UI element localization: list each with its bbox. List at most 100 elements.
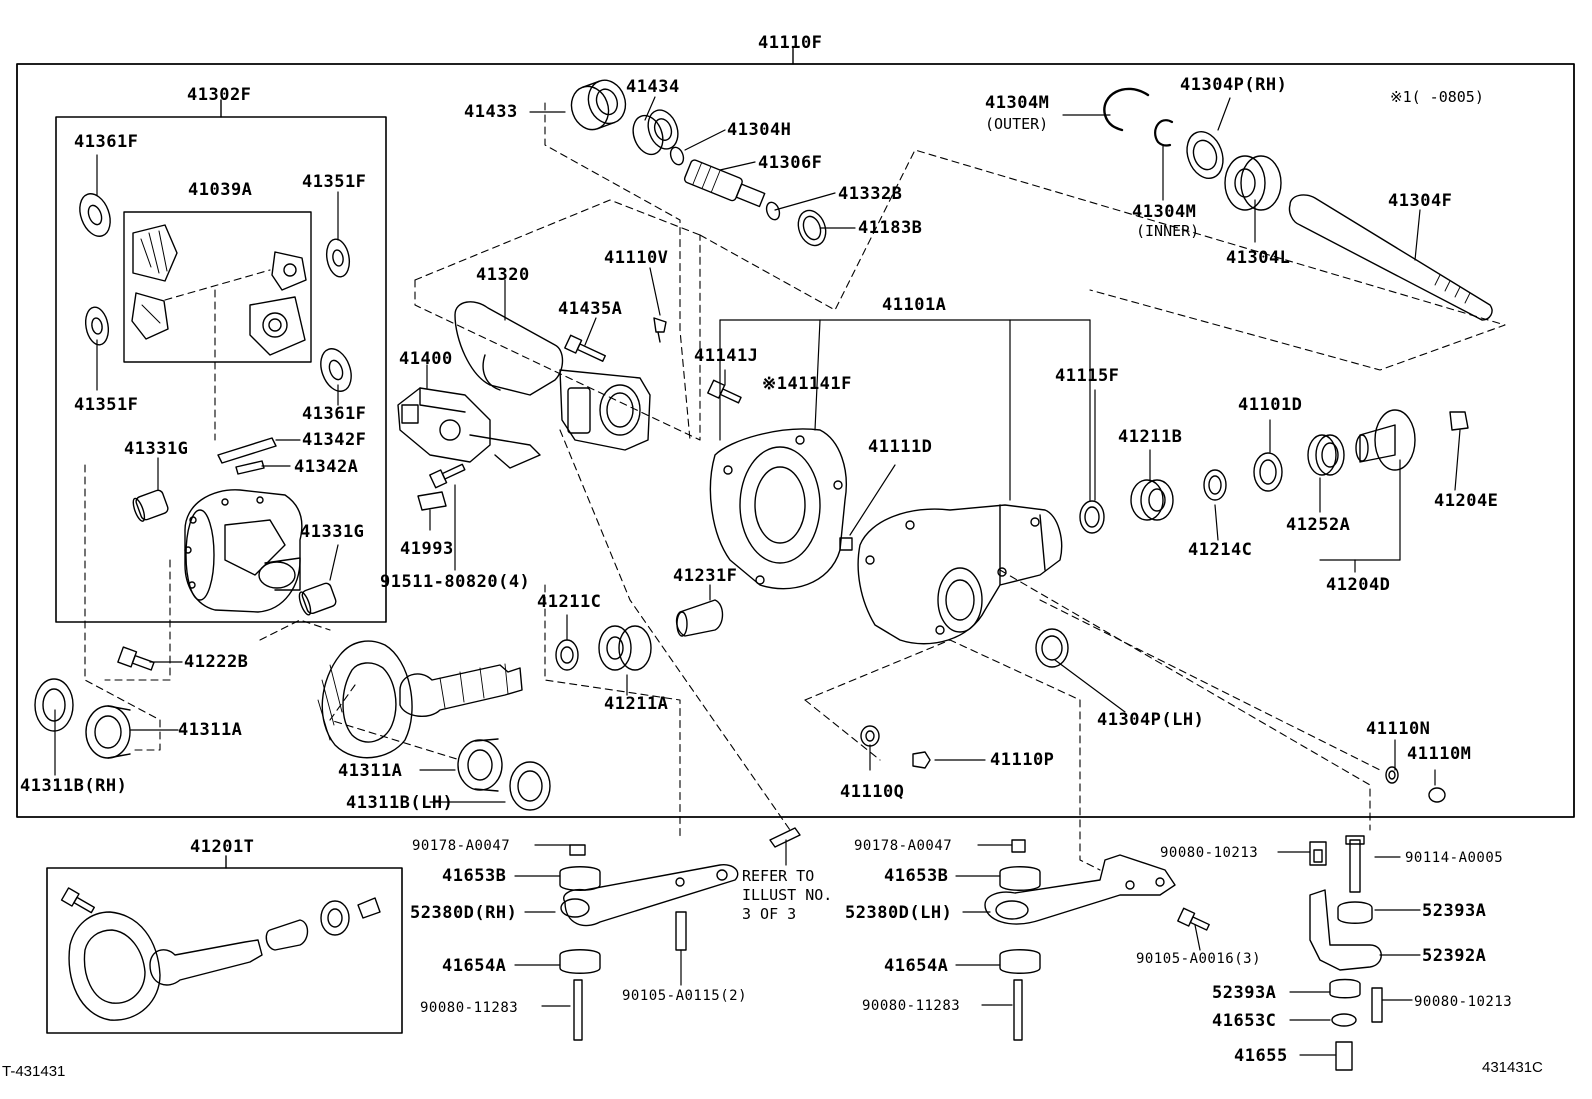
label-41204D: 41204D (1326, 575, 1391, 595)
label-91511-80820: 91511-80820(4) (380, 572, 531, 592)
label-41039A: 41039A (188, 180, 253, 200)
label-41342A: 41342A (294, 457, 359, 477)
label-41361F-a: 41361F (74, 132, 139, 152)
seal-41115F-shape (1079, 500, 1105, 534)
shaft-41342F-shape (217, 437, 277, 464)
label-41110M: 41110M (1407, 744, 1472, 764)
label-90080-11283-a: 90080-11283 (420, 1000, 519, 1016)
label-41655: 41655 (1234, 1046, 1288, 1066)
bolt-41435A-shape (564, 334, 606, 362)
footer-right-ref: 431431C (1482, 1059, 1543, 1076)
label-41304F: 41304F (1388, 191, 1453, 211)
label-41654A-a: 41654A (442, 956, 507, 976)
bolt-41222B-shape (117, 646, 155, 671)
label-41320: 41320 (476, 265, 530, 285)
label-41435A: 41435A (558, 299, 623, 319)
label-41653B-b: 41653B (884, 866, 949, 886)
label-41653B-a: 41653B (442, 866, 507, 886)
seal-41252A-shape (1307, 434, 1345, 476)
label-41302F: 41302F (187, 85, 252, 105)
washer-41311B-lh-shape (509, 761, 551, 811)
bolt-41141J-shape (707, 379, 742, 404)
plug-41110P-shape (912, 751, 931, 769)
mount-52392A-shape (1309, 835, 1383, 1071)
seal-41304P-lh-shape (1035, 628, 1069, 668)
label-90080-10213-a: 90080-10213 (1160, 845, 1259, 861)
bracket-52380D-rh-shape (559, 844, 739, 1041)
label-41311A-b: 41311A (338, 761, 403, 781)
label-41304H: 41304H (727, 120, 792, 140)
label-41183B: 41183B (858, 218, 923, 238)
shaft-41304F-shape (1288, 194, 1493, 321)
label-41201T: 41201T (190, 837, 255, 857)
flange-41204D-shape (1355, 409, 1416, 471)
label-41331G-a: 41331G (124, 439, 189, 459)
label-41111D: 41111D (868, 437, 933, 457)
label-41351F-a: 41351F (302, 172, 367, 192)
label-41110Q: 41110Q (840, 782, 905, 802)
gearset-41201T-shape (60, 887, 381, 1021)
label-41304M-inner: 41304M (1132, 202, 1197, 222)
cover-41141F-shape (709, 428, 847, 590)
assembly-guide-lines (84, 102, 1506, 871)
washer-41351F-b-shape (84, 306, 110, 346)
label-90080-11283-b: 90080-11283 (862, 998, 961, 1014)
seal-41433-shape (570, 79, 627, 131)
label-41653C: 41653C (1212, 1011, 1277, 1031)
label-41342F: 41342F (302, 430, 367, 450)
label-41311A-a: 41311A (178, 720, 243, 740)
bracket-52380D-lh-shape (984, 839, 1210, 1041)
bearing-41311A-b-shape (457, 738, 503, 792)
footer-left-ref: T-431431 (2, 1063, 66, 1080)
label-41110F: 41110F (758, 33, 823, 53)
parts-artwork (34, 79, 1493, 1071)
label-41141F: ※141141F (762, 374, 852, 394)
label-41304P-lh: 41304P(LH) (1097, 710, 1205, 730)
label-41331G-b: 41331G (300, 522, 365, 542)
label-52380D-lh: 52380D(LH) (845, 903, 953, 923)
label-41101D: 41101D (1238, 395, 1303, 415)
ring-gear-pinion-shape (317, 640, 523, 759)
assembly-frame (16, 63, 1575, 818)
label-41141J: 41141J (694, 346, 759, 366)
label-41211C: 41211C (537, 592, 602, 612)
plug-41110M-shape (1428, 787, 1446, 803)
shaft-41306F-shape (683, 159, 766, 208)
label-41304M-outer: 41304M (985, 93, 1050, 113)
pinion-gear-b (271, 251, 307, 291)
label-41332B: 41332B (838, 184, 903, 204)
refer-arrow (769, 827, 801, 848)
ring-41304M-inner-shape (1154, 119, 1174, 147)
pin-41342A-shape (235, 460, 265, 475)
washer-41361F-b-shape (320, 348, 352, 392)
label-41433: 41433 (464, 102, 518, 122)
nut-41110N-shape (1385, 766, 1399, 784)
bearing-41331G-a-shape (132, 489, 169, 522)
label-90178-A0047-b: 90178-A0047 (854, 838, 953, 854)
washer-41311B-rh-shape (34, 678, 74, 732)
bearing-41311A-a-shape (85, 705, 131, 759)
label-41654A-b: 41654A (884, 956, 949, 976)
washer-41214C-shape (1203, 469, 1227, 501)
label-90178-A0047-a: 90178-A0047 (412, 838, 511, 854)
label-41204E: 41204E (1434, 491, 1499, 511)
ring-41304M-outer-shape (1103, 87, 1150, 132)
label-52380D-rh: 52380D(RH) (410, 903, 518, 923)
label-41304P-rh: 41304P(RH) (1180, 75, 1288, 95)
bearing-41304L-shape (1224, 155, 1282, 211)
ring-41304H-shape (669, 146, 685, 166)
label-41306F: 41306F (758, 153, 823, 173)
pin-41111D-shape (839, 537, 853, 551)
ring-41183B-shape (797, 209, 827, 247)
label-41252A: 41252A (1286, 515, 1351, 535)
flange-41204E-shape (1449, 411, 1469, 431)
spacer-41231F-shape (675, 599, 724, 637)
label-41115F: 41115F (1055, 366, 1120, 386)
label-41101A: 41101A (882, 295, 947, 315)
label-90114-A0005: 90114-A0005 (1405, 850, 1504, 866)
refer-line-3: 3 OF 3 (742, 905, 797, 923)
note-outer: (OUTER) (985, 115, 1049, 133)
note-0805: ※1( -0805) (1390, 88, 1484, 106)
label-41110P: 41110P (990, 750, 1055, 770)
